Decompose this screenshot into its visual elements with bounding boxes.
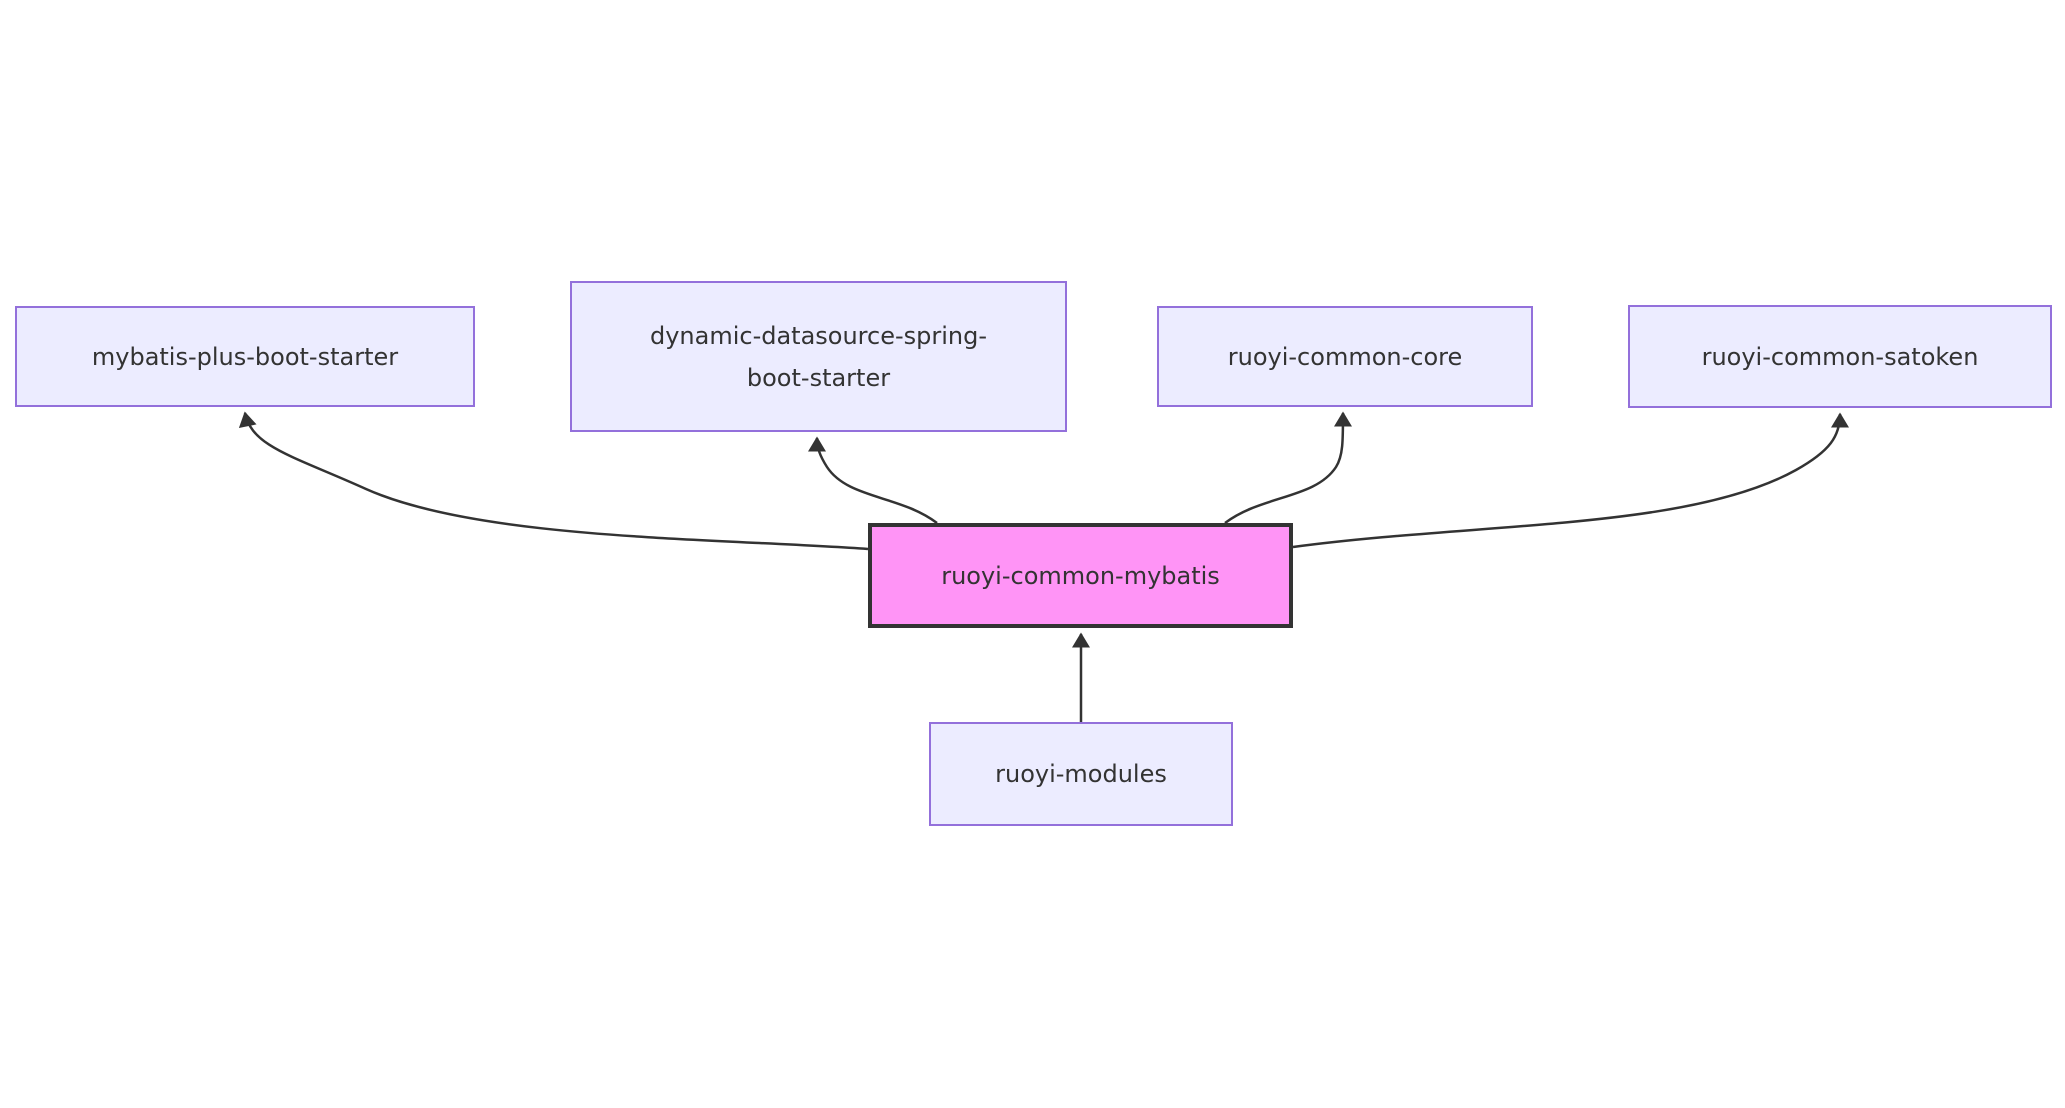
edge-ruoyi-common-mybatis-to-ruoyi-common-satoken [1292,412,1849,549]
node-label: ruoyi-modules [995,760,1167,788]
edge-ruoyi-common-mybatis-to-mybatis-plus-boot-starter [238,411,869,551]
node-label: mybatis-plus-boot-starter [91,342,399,371]
node-label-line: dynamic-datasource-spring- [649,321,988,350]
node-label-line: boot-starter [746,363,891,392]
node-ruoyi-common-satoken: ruoyi-common-satoken [1628,305,2052,408]
node-label: ruoyi-common-satoken [1701,342,1979,371]
node-ruoyi-common-mybatis: ruoyi-common-mybatis [868,523,1293,628]
node-dynamic-datasource-spring-boot-starter: dynamic-datasource-spring- boot-starter [570,281,1067,432]
edge-ruoyi-common-mybatis-to-dynamic-datasource-spring-boot-starter [808,436,938,524]
node-ruoyi-common-core: ruoyi-common-core [1157,306,1533,407]
node-label: ruoyi-common-mybatis [941,561,1220,590]
node-label: ruoyi-common-core [1227,342,1463,371]
node-mybatis-plus-boot-starter: mybatis-plus-boot-starter [15,306,475,407]
node-ruoyi-modules: ruoyi-modules [929,722,1233,826]
edge-ruoyi-common-mybatis-to-ruoyi-common-core [1224,411,1352,524]
